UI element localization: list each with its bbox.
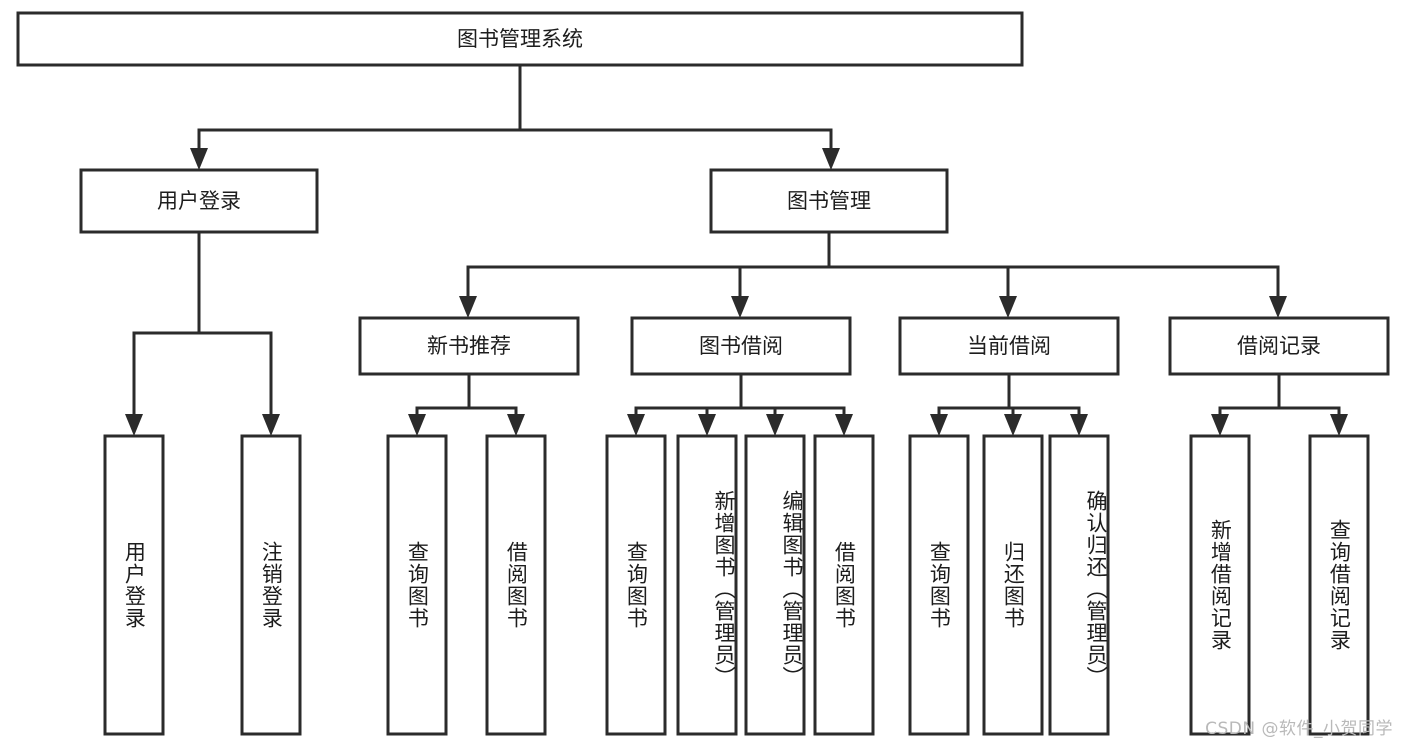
arrow-head-icon xyxy=(930,414,948,436)
connector-group-bookmgmt-to-level3 xyxy=(459,230,1287,318)
node-borrow-record-box xyxy=(1168,316,1390,376)
node-current-borrow-label: 当前借阅 xyxy=(967,334,1051,358)
node-book-management-box xyxy=(709,168,949,234)
leaf-box-query-book-recommend[interactable] xyxy=(386,434,448,736)
arrow-head-icon xyxy=(822,148,840,170)
leaf-box-query-book-borrow[interactable] xyxy=(605,434,667,736)
node-root-label: 图书管理系统 xyxy=(457,27,583,51)
arrow-head-icon xyxy=(999,296,1017,318)
connector-group-currentborrow-to-leaves xyxy=(930,372,1088,436)
leaf-box-confirm-return-admin[interactable] xyxy=(1048,434,1110,736)
arrow-head-icon xyxy=(627,414,645,436)
node-new-book-recommend-label: 新书推荐 xyxy=(427,334,511,358)
leaf-box-query-book-current[interactable] xyxy=(908,434,970,736)
connector-group-newbook-to-leaves xyxy=(408,372,525,436)
arrow-head-icon xyxy=(1330,414,1348,436)
arrow-head-icon xyxy=(1211,414,1229,436)
leaf-box-borrow-book-recommend[interactable] xyxy=(485,434,547,736)
node-new-book-recommend-box xyxy=(358,316,580,376)
leaf-box-borrow-book[interactable] xyxy=(813,434,875,736)
arrow-head-icon xyxy=(766,414,784,436)
arrow-head-icon xyxy=(1004,414,1022,436)
node-new-book-recommend[interactable]: 新书推荐 xyxy=(358,316,580,376)
arrow-head-icon xyxy=(507,414,525,436)
arrow-head-icon xyxy=(835,414,853,436)
node-book-management[interactable]: 图书管理 xyxy=(709,168,949,234)
node-root-box xyxy=(16,11,1024,67)
connector-group-root-to-level2 xyxy=(190,63,840,170)
node-book-borrow[interactable]: 图书借阅 xyxy=(630,316,852,376)
arrow-head-icon xyxy=(408,414,426,436)
arrow-head-icon xyxy=(190,148,208,170)
leaf-box-edit-book-admin[interactable] xyxy=(744,434,806,736)
node-current-borrow[interactable]: 当前借阅 xyxy=(898,316,1120,376)
leaf-node-boxes xyxy=(103,434,1370,736)
arrow-head-icon xyxy=(731,296,749,318)
arrow-head-icon xyxy=(262,414,280,436)
node-book-management-label: 图书管理 xyxy=(787,189,871,213)
watermark-text: CSDN @软件_小贺同学 xyxy=(1205,719,1393,739)
arrow-head-icon xyxy=(459,296,477,318)
node-book-borrow-label: 图书借阅 xyxy=(699,334,783,358)
leaf-box-add-book-admin[interactable] xyxy=(676,434,738,736)
node-user-login-box xyxy=(79,168,319,234)
node-book-borrow-box xyxy=(630,316,852,376)
connector-group-borrowrecord-to-leaves xyxy=(1211,372,1348,436)
leaf-box-query-borrow-record[interactable] xyxy=(1308,434,1370,736)
node-borrow-record-label: 借阅记录 xyxy=(1237,334,1321,358)
node-current-borrow-box xyxy=(898,316,1120,376)
leaf-box-return-book[interactable] xyxy=(982,434,1044,736)
node-borrow-record[interactable]: 借阅记录 xyxy=(1168,316,1390,376)
leaf-box-logout[interactable] xyxy=(240,434,302,736)
arrow-head-icon xyxy=(1070,414,1088,436)
connector-group-bookborrow-to-leaves xyxy=(627,372,853,436)
node-user-login[interactable]: 用户登录 xyxy=(79,168,319,234)
node-user-login-label: 用户登录 xyxy=(157,189,241,213)
leaf-box-add-borrow-record[interactable] xyxy=(1189,434,1251,736)
arrow-head-icon xyxy=(1269,296,1287,318)
arrow-head-icon xyxy=(698,414,716,436)
node-root-system[interactable]: 图书管理系统 xyxy=(16,11,1024,67)
arrow-head-icon xyxy=(125,414,143,436)
connector-group-userlogin-to-leaves xyxy=(125,230,280,436)
leaf-box-user-login[interactable] xyxy=(103,434,165,736)
